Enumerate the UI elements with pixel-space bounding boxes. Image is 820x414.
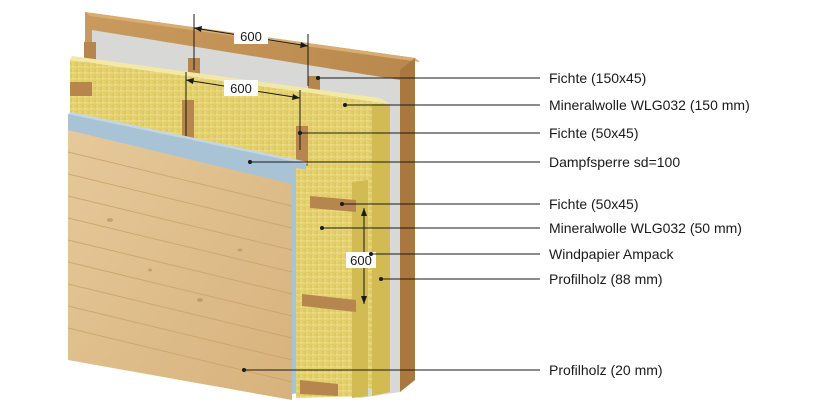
dimension-side-label: 600: [350, 253, 372, 268]
dimension-top: 600: [193, 14, 309, 86]
callout-label-mineral-wool-50: Mineralwolle WLG032 (50 mm): [549, 220, 742, 236]
callout-leaders: [242, 76, 540, 372]
inner-profile-board: [67, 130, 293, 400]
dimension-middle: 600: [185, 72, 301, 150]
callout-label-profile-wood-20: Profilholz (20 mm): [549, 362, 663, 378]
callout-label-spruce-50x45-b: Fichte (50x45): [549, 196, 638, 212]
callout-labels: Fichte (150x45) Mineralwolle WLG032 (150…: [549, 70, 750, 378]
callout-label-spruce-150x45: Fichte (150x45): [549, 70, 646, 86]
dimension-side: 600: [346, 208, 376, 304]
callout-label-profile-wood-88: Profilholz (88 mm): [549, 271, 663, 287]
callout-label-mineral-wool-150: Mineralwolle WLG032 (150 mm): [549, 97, 750, 113]
dimension-middle-label: 600: [230, 81, 252, 96]
horizontal-battens: [300, 196, 356, 396]
callout-label-spruce-50x45-a: Fichte (50x45): [549, 125, 638, 141]
counter-battens: [70, 82, 308, 166]
callout-label-vapor-barrier: Dampfsperre sd=100: [549, 154, 680, 170]
dimension-top-label: 600: [240, 29, 262, 44]
callout-label-wind-paper: Windpapier Ampack: [549, 246, 675, 262]
